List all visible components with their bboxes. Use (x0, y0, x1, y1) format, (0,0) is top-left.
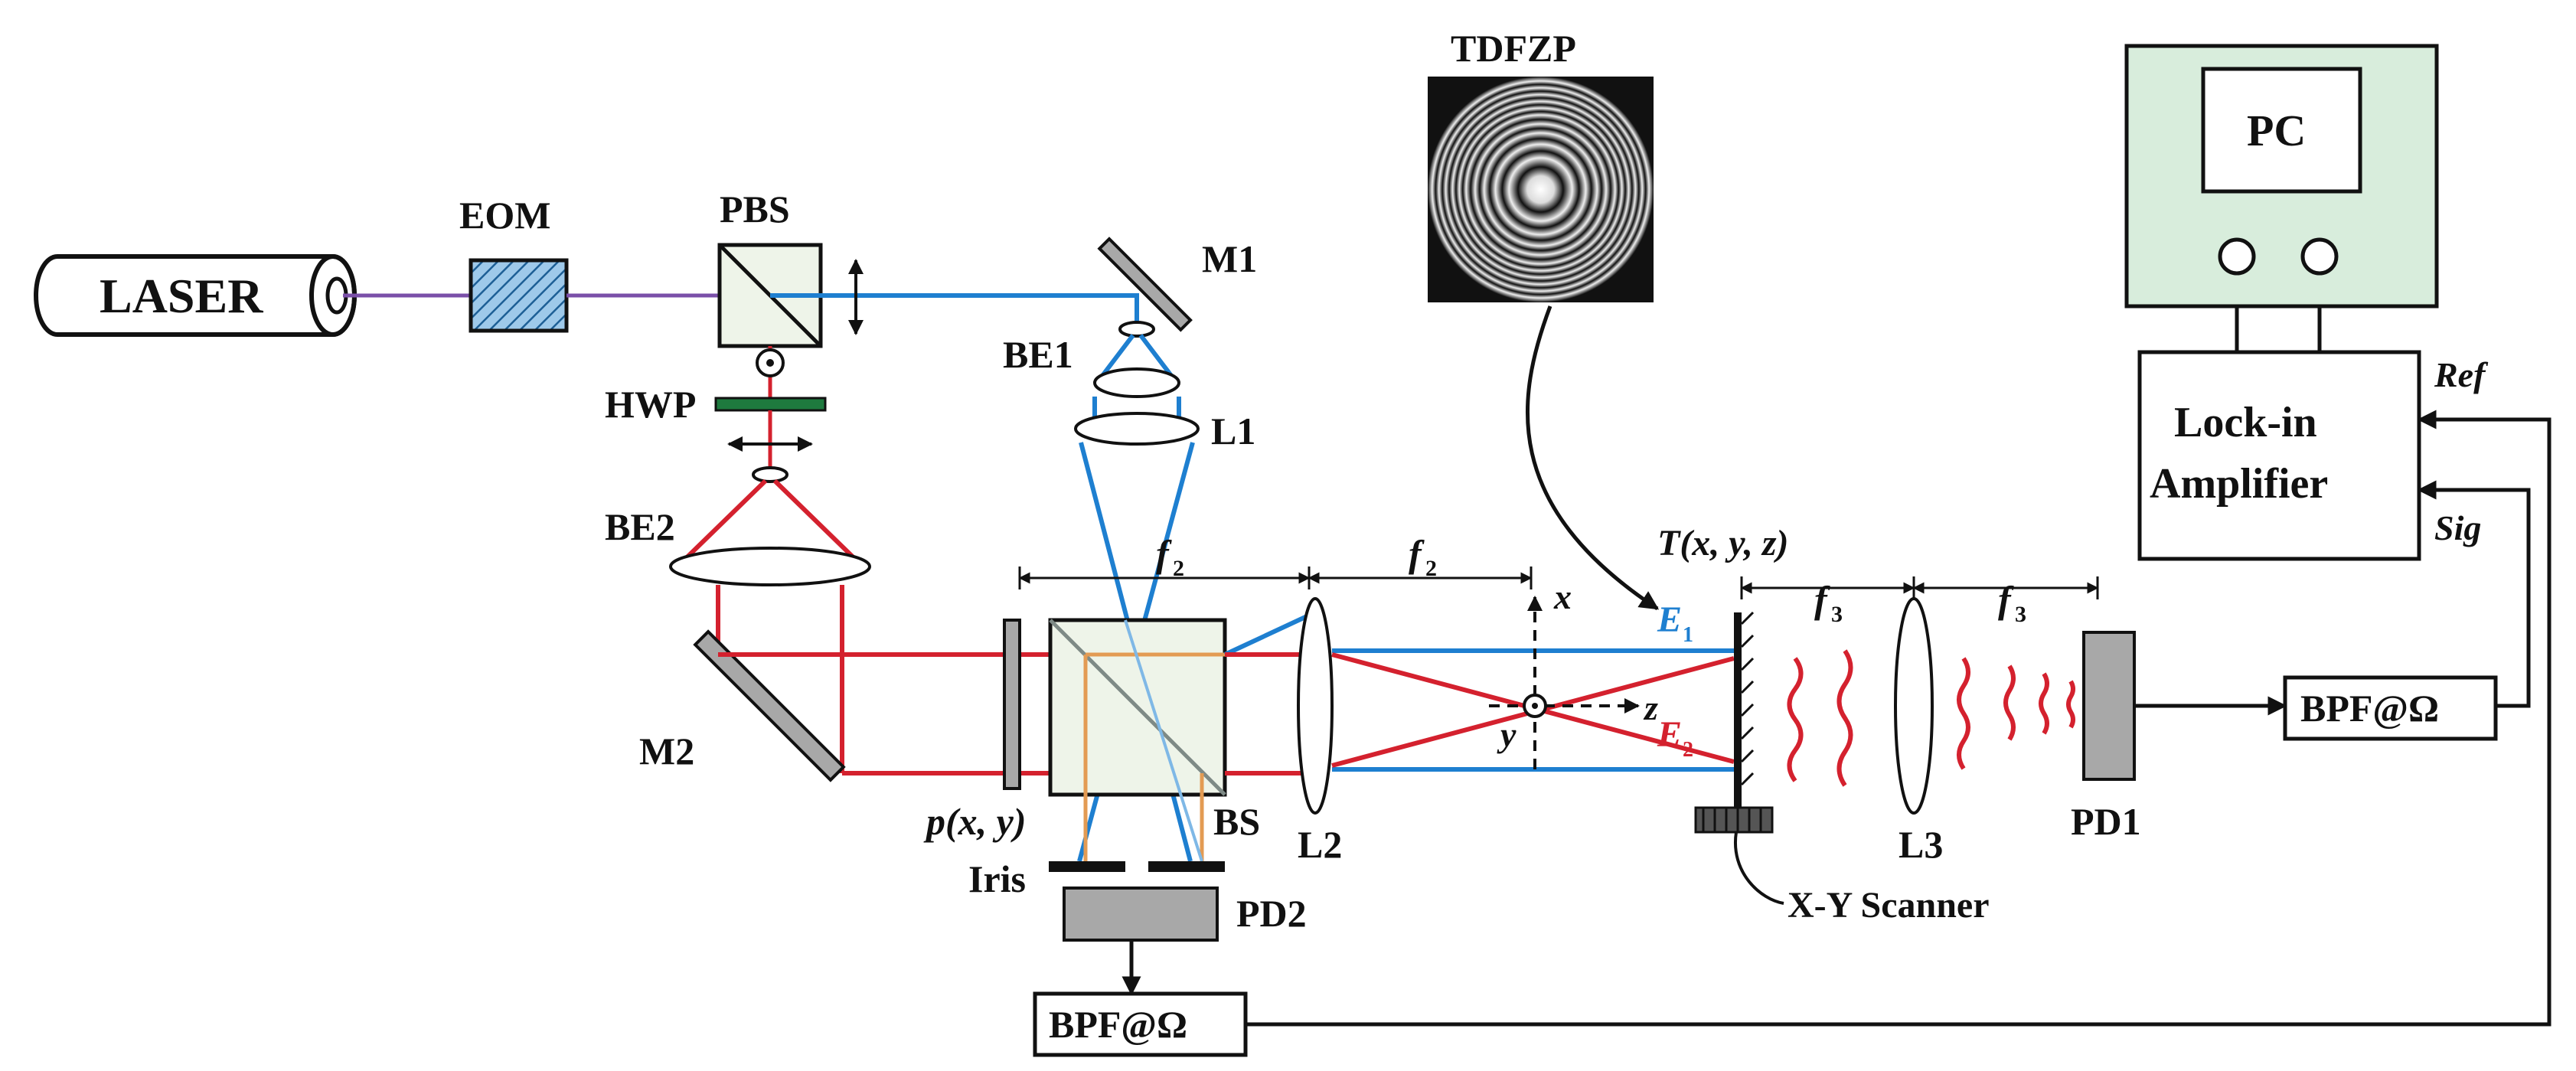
target-label: T(x, y, z) (1657, 523, 1789, 563)
lens-l3 (1894, 597, 1934, 815)
detector-pd2 (1063, 887, 1219, 942)
tdfzp-pattern (1428, 77, 1654, 302)
iris-right (1148, 861, 1225, 872)
eom-label: EOM (459, 194, 550, 237)
lens-be1-small (1118, 321, 1155, 338)
polarization-dot-center (766, 359, 774, 367)
e1-sub: 1 (1683, 623, 1693, 647)
bpf-right-box (2283, 675, 2498, 741)
ref-wire (1246, 410, 2552, 1027)
lens-be1-large (1093, 367, 1180, 398)
tdfzp-label: TDFZP (1451, 27, 1576, 70)
scattered-light-waves (1787, 649, 2075, 787)
iris-label: Iris (968, 857, 1026, 900)
beam-splitter (1048, 618, 1227, 797)
axis-x-label: x (1553, 577, 1572, 616)
e2-sub: 2 (1683, 738, 1693, 762)
pupil-label: p(x, y) (923, 800, 1027, 843)
bpf-right-label: BPF@Ω (2300, 687, 2439, 730)
pd2-label: PD2 (1236, 892, 1307, 935)
m1-label: M1 (1202, 237, 1257, 280)
pd1-label: PD1 (2071, 800, 2141, 843)
bpf-bottom-box (1033, 991, 1248, 1057)
l3-label: L3 (1899, 823, 1943, 866)
sig-wire (2417, 480, 2531, 708)
hwp (714, 397, 827, 412)
lens-be2-small (752, 466, 788, 483)
l2-label: L2 (1298, 823, 1342, 866)
light-blue-ray (1124, 619, 1203, 862)
pc-label: PC (2247, 106, 2306, 155)
iris-left (1049, 861, 1125, 872)
target-plate (1734, 612, 1742, 808)
blue-ray-bs-l2-top (1223, 610, 1317, 657)
be1-label: BE1 (1003, 333, 1073, 376)
axis-z-label: z (1643, 688, 1658, 727)
mirror-m2 (693, 629, 846, 782)
bpf-bottom-label: BPF@Ω (1049, 1003, 1187, 1046)
lockin-amplifier-box (2137, 350, 2421, 561)
axis-y-label: y (1497, 715, 1517, 754)
tdfzp-arrow (1526, 305, 1660, 611)
m2-label: M2 (639, 730, 694, 772)
f3-label-2: f (1998, 578, 2014, 621)
eom (469, 258, 569, 333)
sig-label: Sig (2434, 508, 2481, 547)
hwp-label: HWP (605, 383, 696, 426)
f2-label-1: f (1156, 532, 1172, 575)
e2-label: E (1657, 714, 1682, 755)
lockin-label-2: Amplifier (2150, 460, 2328, 508)
be2-ray-l (675, 478, 768, 569)
axis-y-dot-center (1532, 703, 1538, 709)
detector-pd1 (2082, 631, 2136, 781)
f3-label-1: f (1814, 578, 1830, 621)
laser-label: LASER (100, 269, 263, 323)
scanner-teeth (1702, 808, 1762, 832)
f2-sub-2: 2 (1425, 556, 1437, 581)
target-hatching (1740, 611, 1755, 786)
ref-label: Ref (2434, 355, 2489, 394)
xy-scanner-leader (1733, 831, 1784, 905)
xy-scanner-label: X-Y Scanner (1788, 885, 1990, 926)
pc-screen (2201, 67, 2362, 194)
f3-sub-2: 3 (2015, 602, 2026, 627)
f2-sub-1: 2 (1173, 556, 1184, 581)
laser (34, 254, 357, 337)
lens-l2 (1297, 597, 1334, 815)
bs-label: BS (1213, 800, 1260, 843)
mirror-m1 (1097, 237, 1193, 332)
lens-be2-large (669, 547, 871, 586)
pc-port-2-icon (2300, 237, 2339, 276)
f2-label-2: f (1409, 532, 1425, 575)
e1-label: E (1657, 599, 1682, 640)
lens-l1 (1074, 412, 1200, 446)
pbs-label: PBS (720, 188, 790, 230)
be2-ray-r (772, 478, 865, 569)
lockin-label-1: Lock-in (2174, 399, 2317, 446)
l1-label: L1 (1211, 410, 1255, 452)
xy-scanner-base (1694, 806, 1774, 834)
be2-label: BE2 (605, 505, 675, 548)
pupil-mask (1003, 619, 1021, 790)
f3-sub-1: 3 (1831, 602, 1843, 627)
pc-port-1-icon (2218, 237, 2256, 276)
